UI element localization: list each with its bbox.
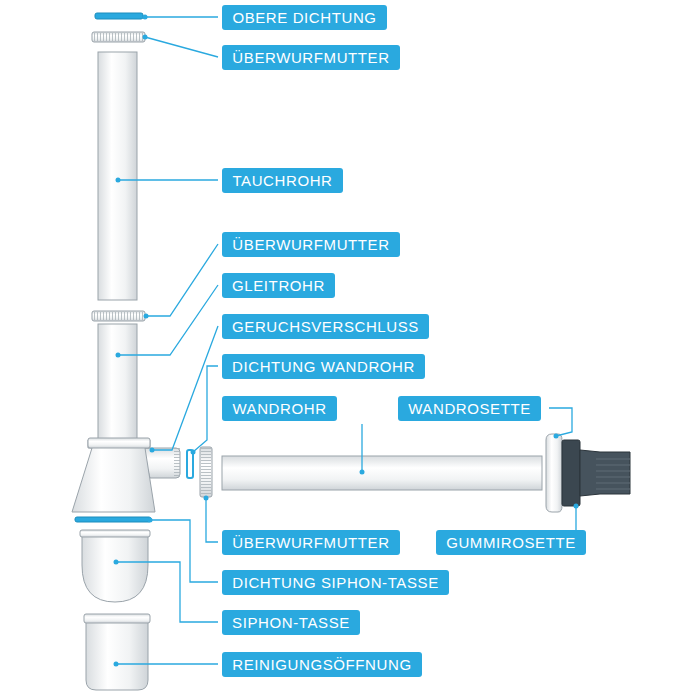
part-label: WANDROSETTE xyxy=(408,401,531,416)
slide-tube xyxy=(98,324,137,440)
part-label: DICHTUNG WANDROHR xyxy=(232,359,415,374)
label-box: ÜBERWURFMUTTER xyxy=(222,530,400,555)
label-box: TAUCHROHR xyxy=(222,168,343,193)
label-box: WANDROHR xyxy=(222,396,337,421)
label-box: DICHTUNG SIPHON-TASSE xyxy=(222,570,449,595)
union-nut xyxy=(92,32,145,42)
label-box: GLEITROHR xyxy=(222,273,335,298)
rubber-rosette xyxy=(562,440,580,506)
part-label: GERUCHSVERSCHLUSS xyxy=(232,319,419,334)
label-box: DICHTUNG WANDROHR xyxy=(222,354,425,379)
cleaning-cap xyxy=(86,620,148,690)
wall-rosette xyxy=(546,434,562,512)
label-box: ÜBERWURFMUTTER xyxy=(222,45,400,70)
label-box: ÜBERWURFMUTTER xyxy=(222,232,400,257)
part-label: SIPHON-TASSE xyxy=(232,615,350,630)
part-label: GUMMIROSETTE xyxy=(446,535,576,550)
part-label: TAUCHROHR xyxy=(232,173,332,188)
part-label: ÜBERWURFMUTTER xyxy=(232,50,389,65)
parts xyxy=(72,13,630,690)
part-label: ÜBERWURFMUTTER xyxy=(232,237,389,252)
label-box: OBERE DICHTUNG xyxy=(222,5,387,30)
label-box: GUMMIROSETTE xyxy=(436,530,586,555)
union-nut xyxy=(200,447,212,497)
leader-dots xyxy=(114,15,579,667)
dip-tube xyxy=(98,52,137,300)
siphon-cup xyxy=(82,532,148,602)
label-box: GERUCHSVERSCHLUSS xyxy=(222,314,429,339)
leader-lines xyxy=(116,17,584,664)
cup-seal xyxy=(75,517,151,522)
upper-seal xyxy=(95,13,143,19)
trap-body xyxy=(72,440,155,512)
union-nut xyxy=(92,311,145,321)
part-label: OBERE DICHTUNG xyxy=(232,10,376,25)
part-label: DICHTUNG SIPHON-TASSE xyxy=(232,575,439,590)
part-label: WANDROHR xyxy=(232,401,326,416)
part-label: GLEITROHR xyxy=(232,278,325,293)
label-box: WANDROSETTE xyxy=(398,396,541,421)
part-label: ÜBERWURFMUTTER xyxy=(232,535,389,550)
label-box: REINIGUNGSÖFFNUNG xyxy=(222,652,422,677)
part-label: REINIGUNGSÖFFNUNG xyxy=(232,657,411,672)
wall-pipe xyxy=(222,456,542,490)
label-box: SIPHON-TASSE xyxy=(222,610,360,635)
